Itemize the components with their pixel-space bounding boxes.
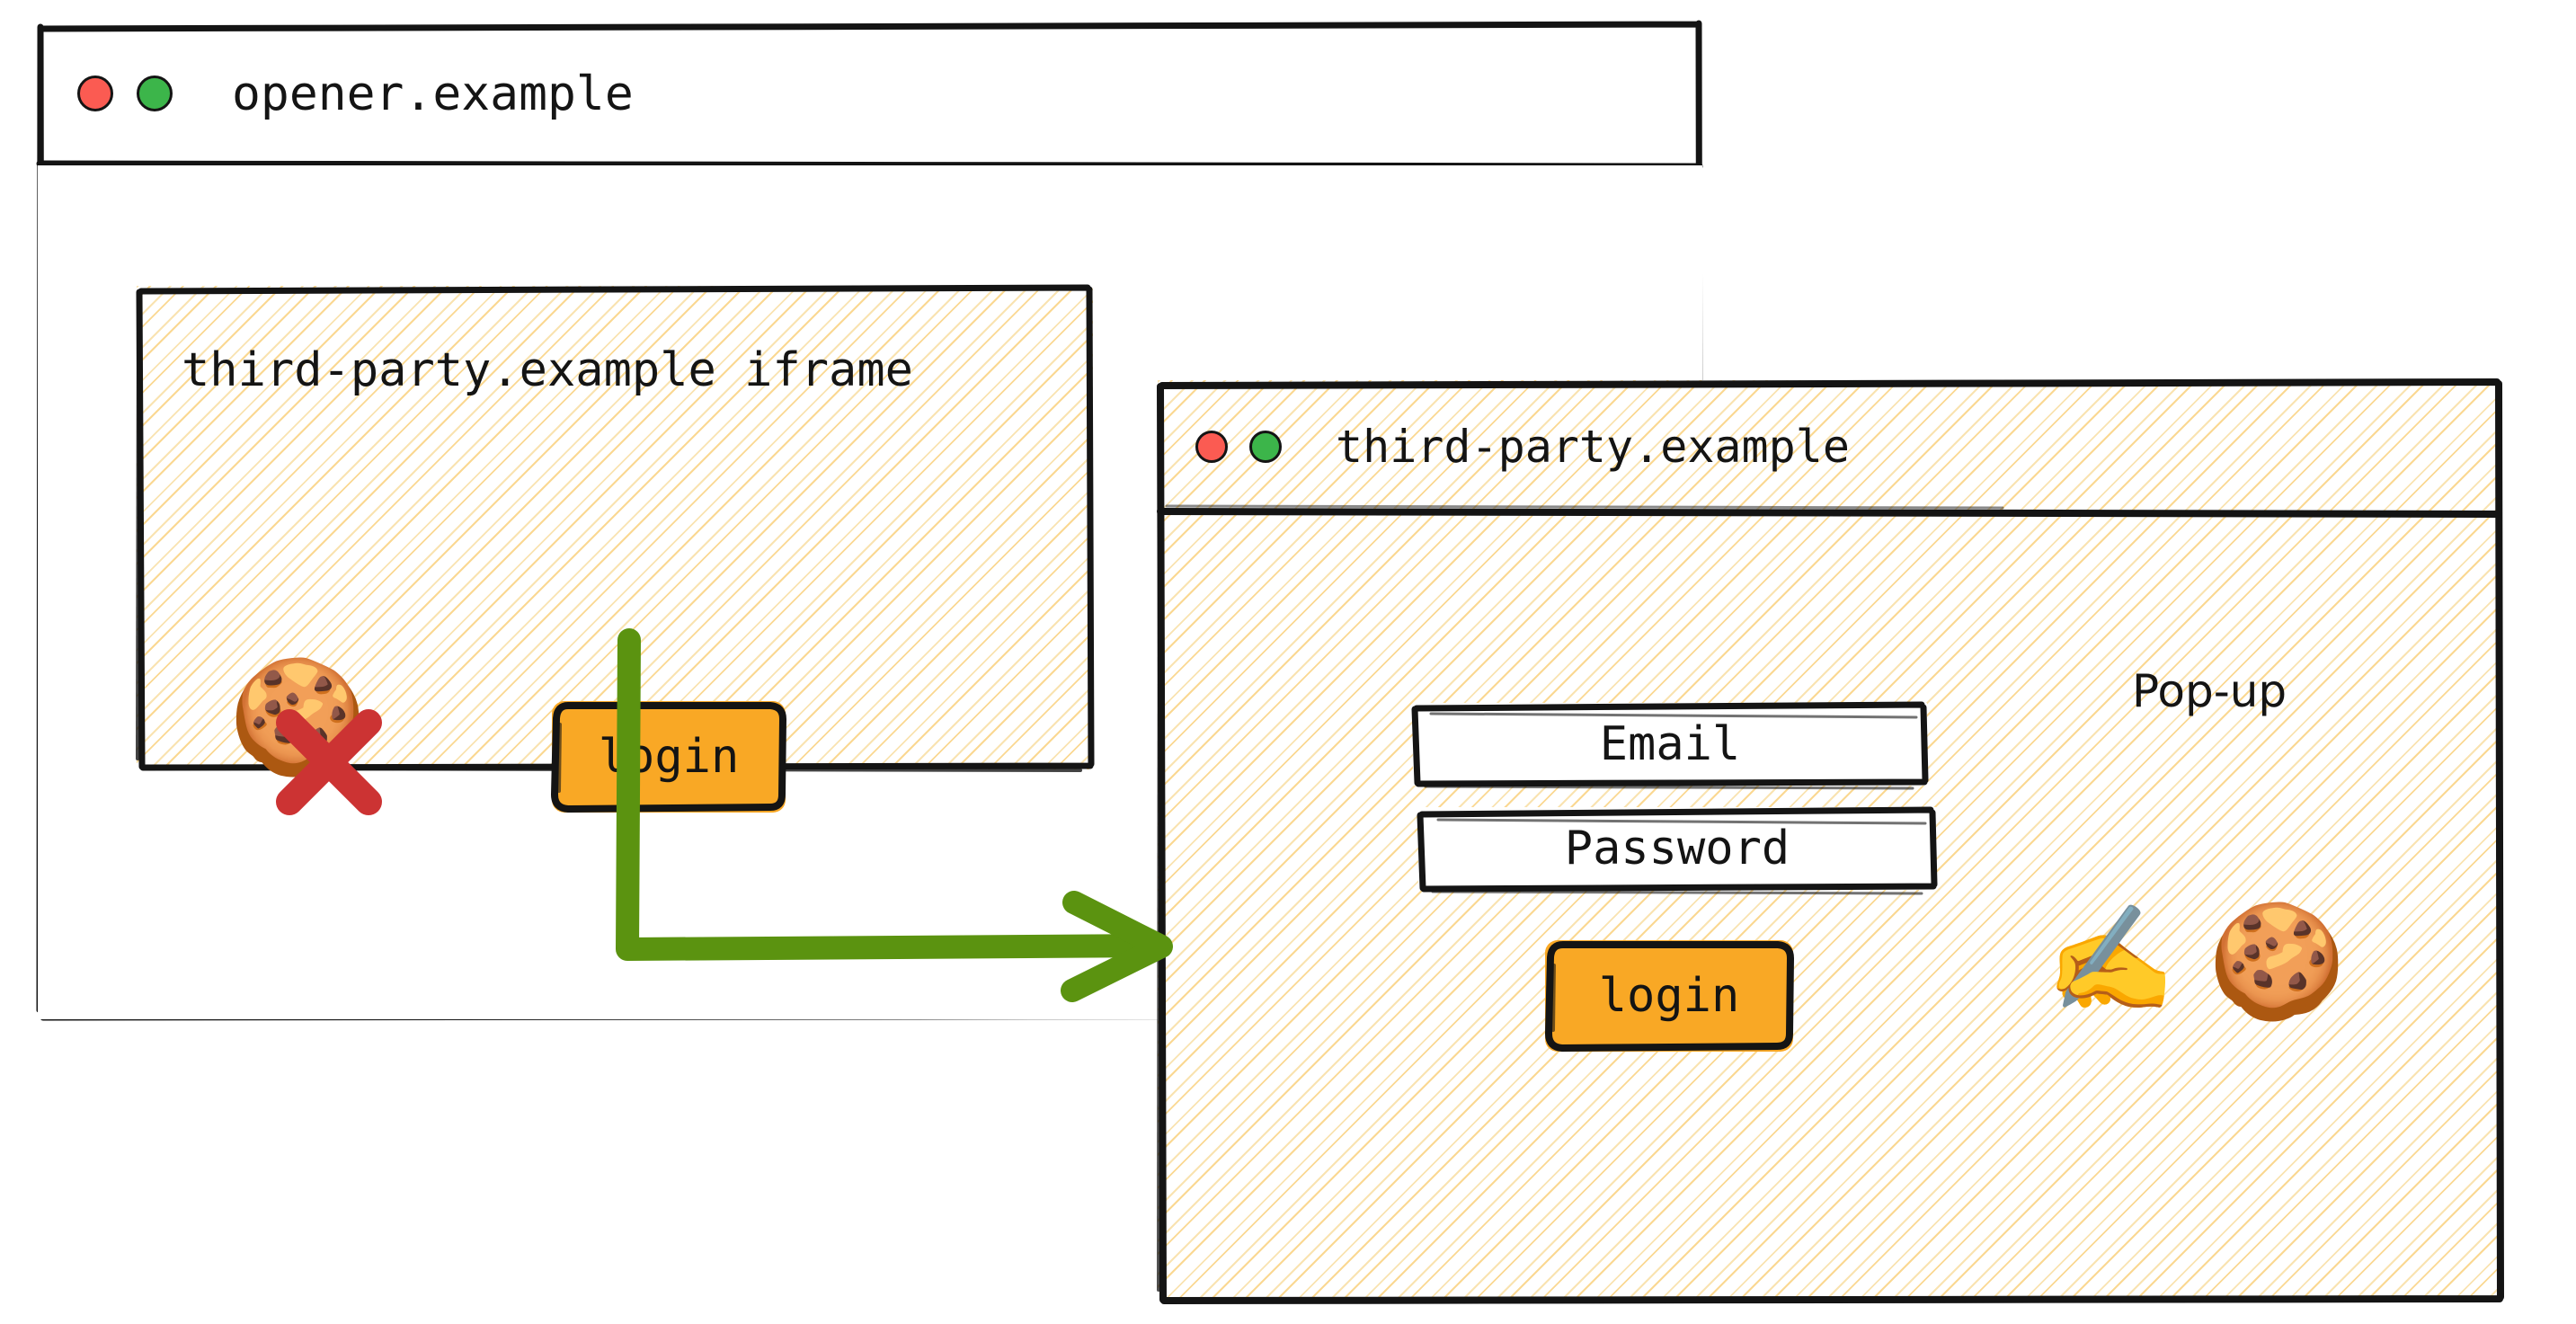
iframe-login-button-label: login (598, 730, 740, 784)
popup-maximize-dot[interactable] (1249, 431, 1282, 463)
opener-titlebar: opener.example (38, 22, 1702, 165)
iframe-title-label: third-party.example iframe (182, 343, 913, 397)
close-dot[interactable] (77, 76, 113, 111)
cross-mark-icon (276, 709, 382, 815)
popup-window-title: third-party.example (1336, 421, 1850, 473)
popup-annotation-label: Pop-up (2132, 665, 2287, 717)
popup-login-button-label: login (1598, 969, 1740, 1023)
email-field[interactable]: Email (1411, 701, 1929, 790)
iframe-login-button[interactable]: login (551, 701, 786, 813)
popup-cookie-icon: 🍪 (2207, 897, 2347, 1026)
password-field[interactable]: Password (1417, 806, 1938, 895)
opener-window-title: opener.example (232, 66, 634, 121)
writing-hand-icon: ✍️ (2046, 899, 2176, 1020)
password-field-value: Password (1564, 822, 1790, 875)
popup-titlebar: third-party.example (1158, 380, 2502, 513)
popup-close-dot[interactable] (1195, 431, 1228, 463)
email-field-value: Email (1599, 717, 1741, 771)
maximize-dot[interactable] (137, 76, 173, 111)
blocked-cookie-indicator: 🍪 (228, 662, 399, 832)
popup-login-button[interactable]: login (1545, 940, 1794, 1052)
